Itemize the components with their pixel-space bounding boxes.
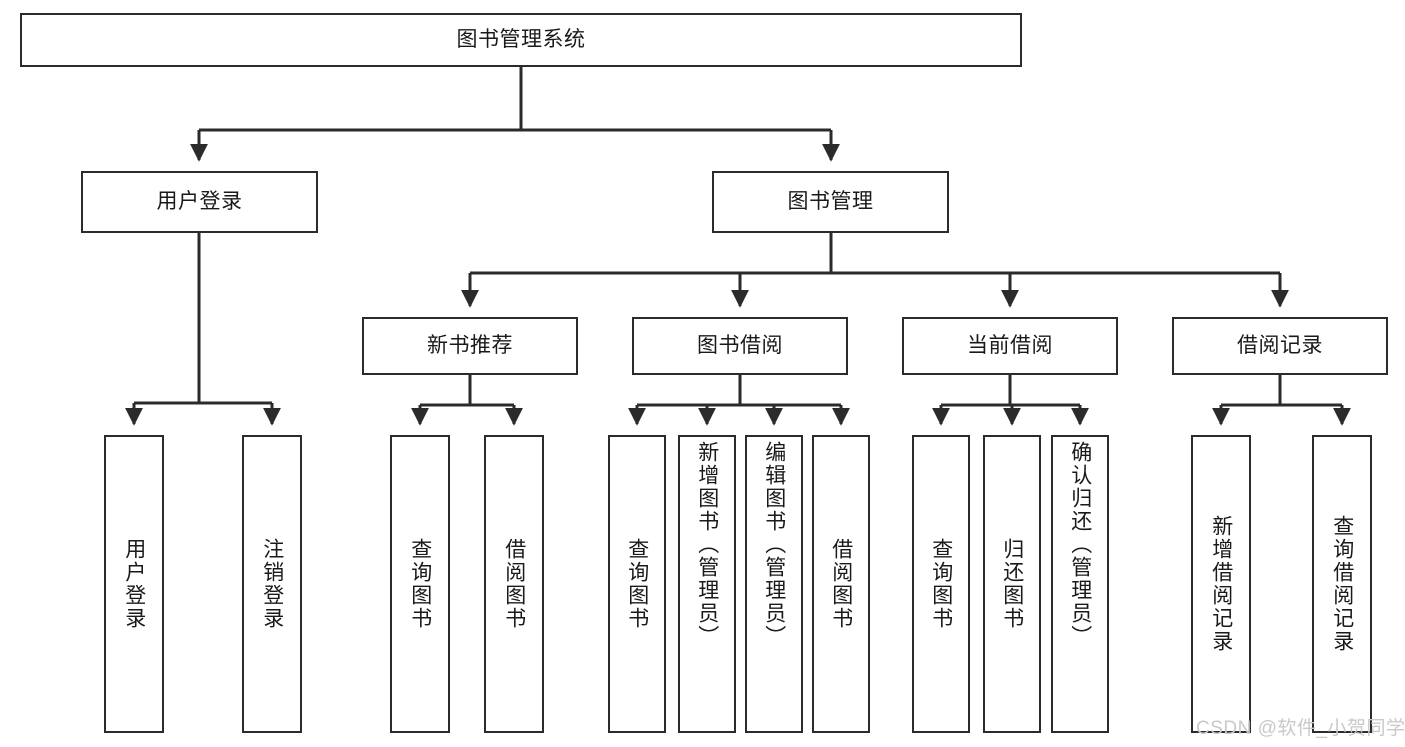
node-leaf-borrow-book-1-label: 借阅图书 bbox=[502, 538, 526, 630]
edges-currentborrow-to-leaves bbox=[932, 375, 1089, 426]
edges-newbook-to-leaves bbox=[411, 375, 523, 426]
edges-bookborrow-to-leaves bbox=[628, 375, 850, 426]
node-leaf-query-record-label: 查询借阅记录 bbox=[1330, 515, 1354, 653]
node-leaf-edit-book-label: 编辑图书（管理员） bbox=[762, 441, 786, 648]
node-root-label: 图书管理系统 bbox=[456, 27, 586, 51]
node-leaf-query-book-1[interactable]: 查询图书 bbox=[390, 435, 450, 733]
node-user-login-label: 用户登录 bbox=[156, 189, 243, 213]
node-borrow-record-label: 借阅记录 bbox=[1237, 333, 1323, 357]
node-new-book-recommend-label: 新书推荐 bbox=[427, 333, 513, 357]
node-user-login[interactable]: 用户登录 bbox=[81, 171, 318, 233]
node-leaf-borrow-book-2[interactable]: 借阅图书 bbox=[812, 435, 870, 733]
node-leaf-query-book-1-label: 查询图书 bbox=[408, 538, 432, 630]
node-leaf-confirm-return[interactable]: 确认归还（管理员） bbox=[1051, 435, 1109, 733]
node-book-borrow[interactable]: 图书借阅 bbox=[632, 317, 848, 375]
edges-root-to-level2 bbox=[190, 67, 840, 162]
node-leaf-user-login-label: 用户登录 bbox=[122, 538, 146, 630]
node-current-borrow-label: 当前借阅 bbox=[967, 333, 1053, 357]
node-book-borrow-label: 图书借阅 bbox=[697, 333, 783, 357]
node-leaf-logout[interactable]: 注销登录 bbox=[242, 435, 302, 733]
node-leaf-query-book-3[interactable]: 查询图书 bbox=[912, 435, 970, 733]
node-book-manage[interactable]: 图书管理 bbox=[712, 171, 949, 233]
node-leaf-borrow-book-1[interactable]: 借阅图书 bbox=[484, 435, 544, 733]
node-leaf-query-book-3-label: 查询图书 bbox=[929, 538, 953, 630]
node-leaf-add-record-label: 新增借阅记录 bbox=[1209, 515, 1233, 653]
node-leaf-confirm-return-label: 确认归还（管理员） bbox=[1068, 441, 1092, 648]
node-borrow-record[interactable]: 借阅记录 bbox=[1172, 317, 1388, 375]
node-book-manage-label: 图书管理 bbox=[787, 189, 874, 213]
node-leaf-user-login[interactable]: 用户登录 bbox=[104, 435, 164, 733]
node-new-book-recommend[interactable]: 新书推荐 bbox=[362, 317, 578, 375]
node-leaf-return-book[interactable]: 归还图书 bbox=[983, 435, 1041, 733]
node-leaf-return-book-label: 归还图书 bbox=[1000, 538, 1024, 630]
edges-borrowrecord-to-leaves bbox=[1212, 375, 1351, 426]
node-leaf-query-book-2-label: 查询图书 bbox=[625, 538, 649, 630]
node-leaf-query-book-2[interactable]: 查询图书 bbox=[608, 435, 666, 733]
node-leaf-add-book[interactable]: 新增图书（管理员） bbox=[678, 435, 736, 733]
edges-bookmanage-to-level3 bbox=[461, 233, 1289, 308]
edges-userlogin-to-leaves bbox=[125, 233, 281, 426]
node-leaf-add-book-label: 新增图书（管理员） bbox=[695, 441, 719, 648]
node-leaf-edit-book[interactable]: 编辑图书（管理员） bbox=[745, 435, 803, 733]
node-leaf-add-record[interactable]: 新增借阅记录 bbox=[1191, 435, 1251, 733]
node-leaf-borrow-book-2-label: 借阅图书 bbox=[829, 538, 853, 630]
node-current-borrow[interactable]: 当前借阅 bbox=[902, 317, 1118, 375]
node-leaf-query-record[interactable]: 查询借阅记录 bbox=[1312, 435, 1372, 733]
node-root[interactable]: 图书管理系统 bbox=[20, 13, 1022, 67]
node-leaf-logout-label: 注销登录 bbox=[260, 538, 284, 630]
